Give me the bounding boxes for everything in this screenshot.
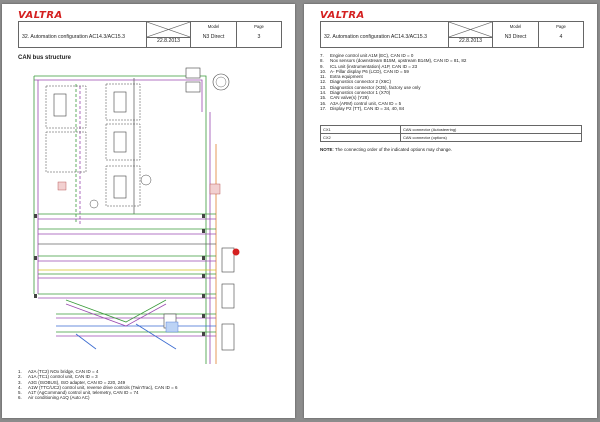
note-label: NOTE [320, 147, 333, 152]
list-item: 12.Diagnostics connector 2 (X6C) [320, 79, 392, 85]
page-label: Page [254, 24, 264, 29]
cross-box [448, 21, 493, 38]
model-label: Model [207, 24, 220, 29]
valtra-logo: VALTRA [18, 10, 63, 21]
legend-item: 1.A2A (TC2) NOx bridge, CAN ID = 4 [18, 369, 99, 374]
document-page-right: VALTRA 32. Automation configuration AC14… [304, 4, 597, 418]
list-item: 15.CAN valve(s) (Y28) [320, 95, 369, 101]
page-header: 32. Automation configuration AC14.3/AC15… [18, 21, 282, 48]
note-body: : The connecting order of the indicated … [332, 147, 453, 152]
document-date: 22.8.2013 [458, 38, 483, 44]
list-item: 11.Extra equipment [320, 74, 363, 80]
legend-item: 6.Air conditioning A1Q (Auto AC) [18, 395, 90, 401]
table-cell-code: CX1 [320, 125, 401, 134]
legend-item: 5.A1T (AgCommand) control unit, telemetr… [18, 390, 139, 396]
document-date: 22.8.2013 [156, 38, 181, 44]
valtra-logo: VALTRA [320, 10, 365, 21]
model-label: Model [509, 24, 522, 29]
table-cell-desc: CAN connector (options) [400, 133, 582, 142]
can-bus-wiring-diagram [33, 67, 240, 364]
list-item: 10.A- Pillar display P6 (LCD), CAN ID = … [320, 68, 409, 74]
page-number: 4 [559, 34, 563, 40]
list-item: 16.A3A (ARM) control unit, CAN ID = 5 [320, 100, 402, 106]
document-page-left: VALTRA 32. Automation configuration AC14… [2, 4, 295, 418]
list-item: 17.Display P2 (TT), CAN ID = 34, 40, 84 [320, 105, 405, 111]
section-title: CAN bus structure [18, 55, 72, 61]
list-item: 13.Diagnostics connector (X35), factory … [320, 84, 421, 90]
page-number: 3 [257, 34, 261, 40]
diagram-legend: 1.A2A (TC2) NOx bridge, CAN ID = 4 2.A1A… [18, 369, 178, 401]
table-row: CX2 CAN connector (options) [320, 133, 582, 142]
cross-box [146, 21, 191, 38]
legend-item: 3.A3G (ISOBUS), ISO adapter, CAN ID = 22… [18, 379, 126, 385]
table-cell-desc: CAN connector (Autosteering) [400, 125, 582, 134]
component-list: 7.Engine control unit A1M (EC), CAN ID =… [320, 53, 466, 111]
page-header: 32. Automation configuration AC14.3/AC15… [320, 21, 584, 48]
note-text: NOTE: The connecting order of the indica… [320, 147, 452, 152]
legend-item: 2.A1A (TC1) control unit, CAN ID = 3 [18, 374, 98, 380]
list-item: 14.Diagnostics connector 1 (X70) [320, 90, 391, 96]
page-label: Page [556, 24, 566, 29]
document-title: 32. Automation configuration AC14.3/AC15… [324, 34, 427, 40]
legend-item: 4.A1W (TTC/UC2) control unit, reverse dr… [18, 384, 178, 390]
can-connector-table: CX1 CAN connector (Autosteering) CX2 CAN… [320, 125, 582, 142]
model-value: N3 Direct [504, 34, 527, 40]
list-item: 8.Nox sensors (downstream B15M, upstream… [320, 58, 467, 64]
document-title: 32. Automation configuration AC14.3/AC15… [22, 34, 125, 40]
table-cell-code: CX2 [320, 133, 401, 142]
list-item: 7.Engine control unit A1M (EC), CAN ID =… [320, 53, 414, 58]
list-item: 9.ICL unit (instrumentation) A1P, CAN ID… [320, 63, 418, 69]
model-value: N3 Direct [202, 34, 225, 40]
table-row: CX1 CAN connector (Autosteering) [320, 125, 582, 134]
